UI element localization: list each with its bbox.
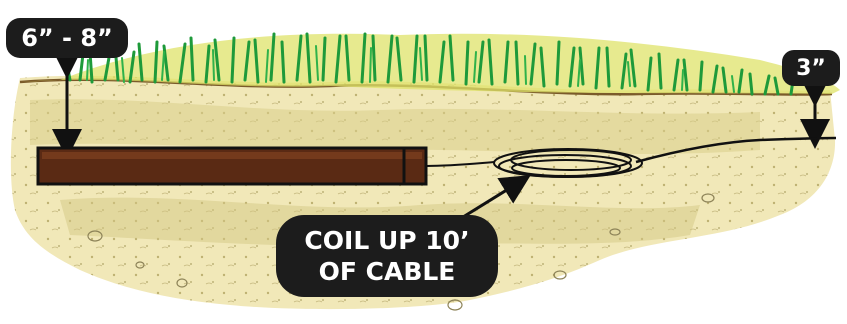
coil-instruction-callout: COIL UP 10’ OF CABLE bbox=[276, 215, 498, 297]
burial-depth-label: 6” - 8” bbox=[6, 18, 128, 58]
buried-conduit bbox=[38, 148, 426, 184]
cable-depth-label: 3” bbox=[782, 50, 840, 86]
coil-instruction-line-2: OF CABLE bbox=[319, 256, 456, 287]
coil-instruction-line-1: COIL UP 10’ bbox=[304, 225, 469, 256]
